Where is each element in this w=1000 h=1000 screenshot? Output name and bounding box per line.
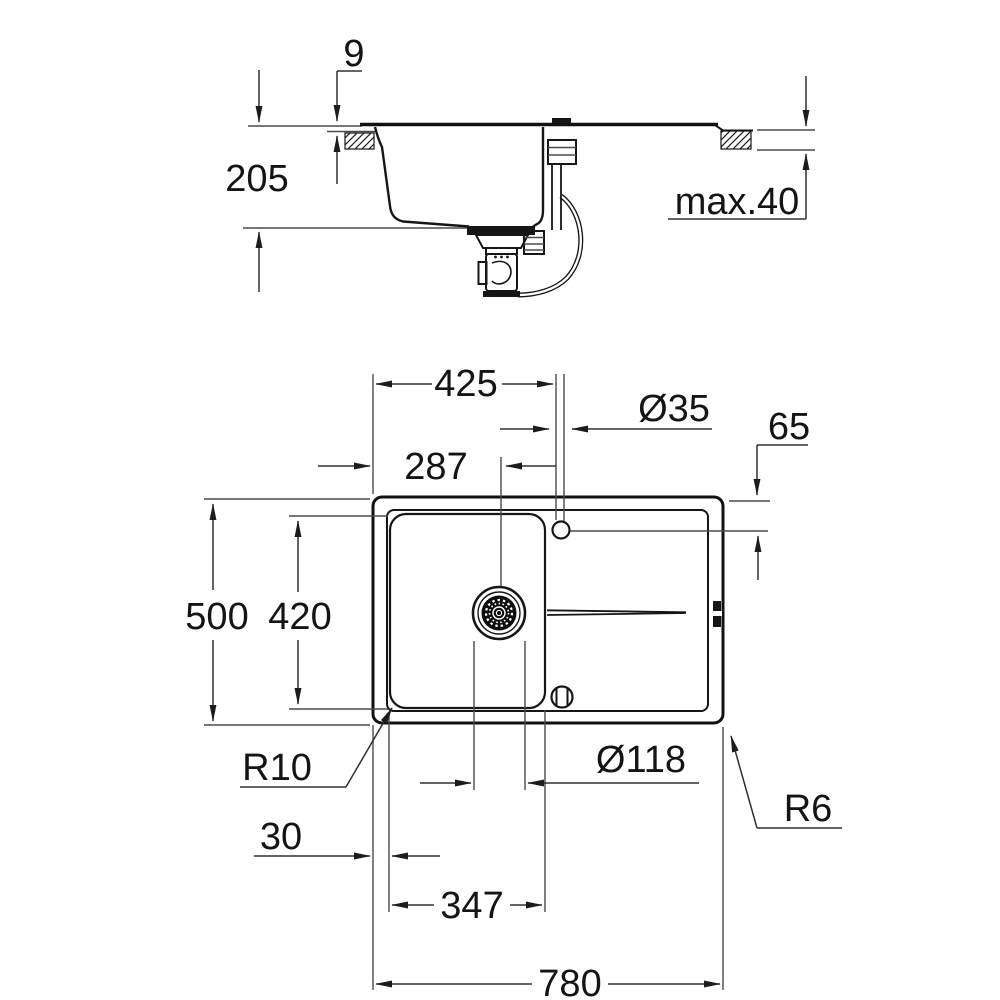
drain-side-tab (477, 261, 488, 285)
drain-funnel (474, 234, 530, 249)
drain-flange-band (467, 226, 535, 235)
tap-hole (551, 520, 571, 540)
drainboard-groove (546, 612, 687, 616)
dim-tap-from-edge-label: 65 (768, 406, 810, 448)
drain-valve-body (485, 253, 518, 292)
drain-assembly-icon (467, 226, 535, 297)
dim-overall-depth: 500 (185, 503, 249, 722)
dim-tap-hole-dia-label: Ø35 (638, 388, 710, 430)
dim-inner-depth: 420 (268, 520, 332, 705)
leader-arrow (345, 707, 393, 788)
countertop-hatch-left (344, 132, 375, 150)
drain-icon (471, 585, 527, 641)
dim-rim-height: 9 (333, 33, 365, 184)
leader-arrow (730, 735, 758, 829)
dim-overall-width: 780 (375, 963, 721, 1000)
dim-drain-dia-label: Ø118 (596, 739, 686, 781)
dim-outer-radius-label: R6 (784, 788, 833, 830)
dim-drain-dia: Ø118 (420, 739, 699, 787)
overflow-fitting-icon (523, 139, 577, 255)
countertop-hatch-right (720, 130, 752, 150)
bowl-profile-right (532, 127, 545, 228)
dim-drain-from-left-label: 287 (404, 446, 467, 488)
deck-tab (552, 118, 571, 125)
drainboard-groove (546, 609, 687, 614)
dim-tap-hole-dia: Ø35 (500, 388, 712, 433)
dim-bowl-offset: 30 (254, 816, 440, 860)
dim-overall-depth-label: 500 (185, 596, 248, 638)
dim-tap-from-left: 425 (375, 363, 554, 405)
dim-outer-radius: R6 (730, 735, 842, 830)
plan-view: 425 Ø35 65 287 500 (185, 363, 842, 1000)
dim-bowl-depth: 205 (225, 70, 289, 292)
dim-bowl-radius-label: R10 (242, 747, 312, 789)
bowl-outline (388, 512, 547, 710)
dim-tap-from-left-label: 425 (434, 363, 497, 405)
edge-clip-icon (712, 601, 722, 627)
dim-bowl-radius: R10 (240, 707, 393, 789)
dim-drain-from-left: 287 (318, 446, 556, 488)
section-view: 9 205 max.40 (225, 33, 815, 298)
sink-inner-outline (386, 509, 709, 712)
bowl-profile-left (373, 126, 470, 228)
dim-overall-width-label: 780 (538, 963, 601, 1000)
rim-right-step (714, 124, 753, 132)
overflow-hose-icon (517, 193, 584, 298)
drain-knob-icon (550, 685, 574, 709)
drain-valve-detail (491, 260, 512, 285)
overflow-hose-core (517, 195, 582, 297)
dim-counter-thickness: max.40 (668, 76, 815, 223)
dim-bowl-width: 347 (391, 885, 543, 927)
dim-tap-from-edge: 65 (753, 406, 810, 580)
dim-counter-thickness-label: max.40 (675, 181, 800, 223)
dim-bowl-depth-label: 205 (225, 158, 288, 200)
dim-rim-height-label: 9 (343, 33, 364, 75)
drain-bottom-band (483, 291, 520, 297)
dim-inner-depth-label: 420 (268, 596, 331, 638)
dim-bowl-offset-label: 30 (260, 816, 302, 858)
dim-bowl-width-label: 347 (440, 885, 503, 927)
